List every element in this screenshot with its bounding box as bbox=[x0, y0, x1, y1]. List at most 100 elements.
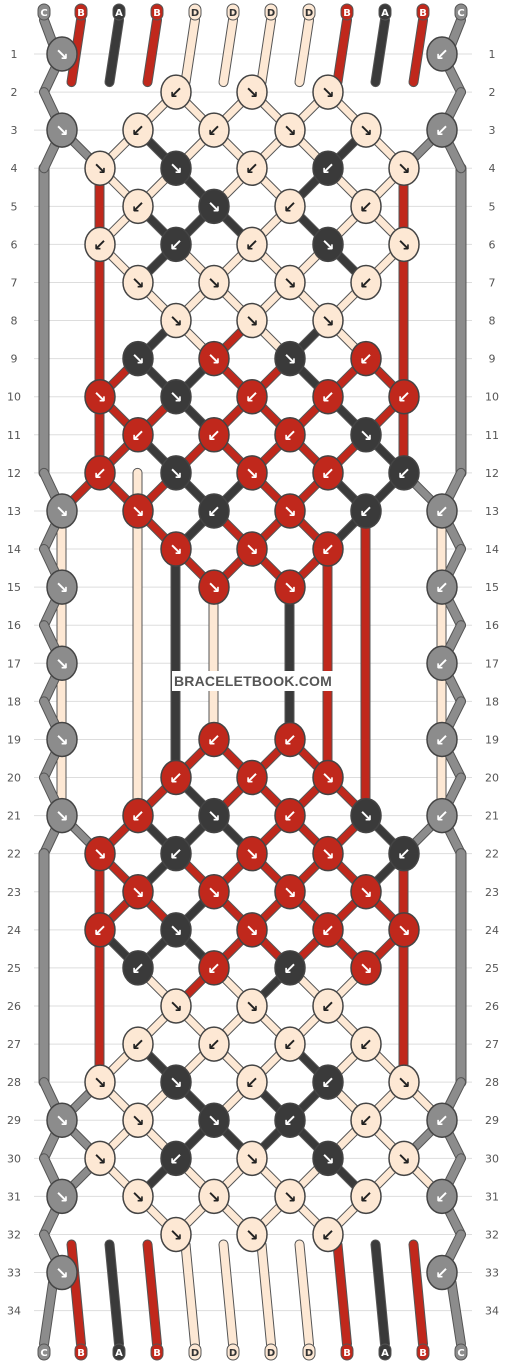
knot-shape bbox=[160, 378, 192, 415]
strand-segment bbox=[333, 16, 351, 87]
knot-shape bbox=[236, 1216, 268, 1253]
knot-shape bbox=[350, 417, 382, 453]
arrow-down-right-icon: ↘ bbox=[93, 1073, 106, 1092]
knot-shape bbox=[198, 721, 230, 758]
knot: ↙ bbox=[198, 950, 230, 986]
knot: ↙ bbox=[350, 264, 382, 301]
knot-shape bbox=[312, 531, 344, 567]
knot: ↘ bbox=[388, 150, 420, 186]
strand-end-label: D bbox=[302, 3, 316, 21]
arrow-down-left-icon: ↙ bbox=[207, 959, 220, 978]
knot: ↙ bbox=[236, 226, 268, 263]
knot-shape bbox=[426, 112, 458, 148]
arrow-down-left-icon: ↙ bbox=[397, 464, 410, 483]
row-number-right: 22 bbox=[485, 848, 499, 861]
knot-shape bbox=[274, 1178, 306, 1215]
knot-shape bbox=[426, 1102, 458, 1138]
row-number-right: 9 bbox=[489, 353, 496, 366]
knot: ↘ bbox=[46, 569, 78, 605]
knot: ↘ bbox=[160, 302, 192, 339]
arrow-down-right-icon: ↘ bbox=[245, 464, 258, 483]
arrow-down-right-icon: ↘ bbox=[55, 654, 68, 673]
knot: ↙ bbox=[312, 912, 344, 948]
arrow-down-right-icon: ↘ bbox=[169, 388, 182, 407]
strand-segment bbox=[219, 1240, 237, 1348]
knot: ↙ bbox=[312, 988, 344, 1024]
strand-segment bbox=[371, 1240, 389, 1348]
knot-shape bbox=[274, 950, 306, 986]
arrow-down-left-icon: ↙ bbox=[169, 845, 182, 864]
knot: ↘ bbox=[84, 1064, 116, 1100]
arrow-down-left-icon: ↙ bbox=[359, 350, 372, 369]
knot: ↙ bbox=[122, 188, 154, 225]
arrow-down-right-icon: ↘ bbox=[169, 1225, 182, 1244]
arrow-down-left-icon: ↙ bbox=[245, 388, 258, 407]
arrow-down-left-icon: ↙ bbox=[207, 121, 220, 140]
knot: ↘ bbox=[198, 874, 230, 910]
knot: ↙ bbox=[426, 645, 458, 682]
knot-shape bbox=[198, 874, 230, 910]
knot: ↙ bbox=[160, 74, 192, 110]
knot: ↘ bbox=[46, 493, 78, 529]
arrow-down-right-icon: ↘ bbox=[359, 883, 372, 902]
knot: ↙ bbox=[198, 493, 230, 529]
knot: ↘ bbox=[312, 1140, 344, 1177]
knot: ↘ bbox=[198, 188, 230, 225]
strand-end-label: B bbox=[416, 1343, 430, 1361]
knot: ↘ bbox=[236, 74, 268, 110]
arrow-down-right-icon: ↘ bbox=[245, 845, 258, 864]
knot: ↘ bbox=[236, 1140, 268, 1177]
row-number-right: 26 bbox=[485, 1000, 499, 1013]
knot-shape bbox=[160, 455, 192, 491]
knot-shape bbox=[312, 226, 344, 263]
row-number-right: 25 bbox=[485, 962, 499, 975]
row-number-left: 31 bbox=[7, 1190, 21, 1203]
knot: ↘ bbox=[84, 835, 116, 872]
knot-shape bbox=[46, 797, 78, 834]
row-number-right: 10 bbox=[485, 391, 499, 404]
row-number-left: 12 bbox=[7, 467, 21, 480]
row-number-right: 21 bbox=[485, 810, 499, 823]
knot: ↘ bbox=[122, 340, 154, 377]
arrow-down-left-icon: ↙ bbox=[131, 426, 144, 445]
knot-shape bbox=[236, 988, 268, 1024]
arrow-down-right-icon: ↘ bbox=[55, 121, 68, 140]
knot: ↘ bbox=[198, 264, 230, 301]
knot-shape bbox=[312, 455, 344, 491]
svg-text:B: B bbox=[419, 1348, 427, 1359]
row-number-right: 15 bbox=[485, 581, 499, 594]
strand-end-label: C bbox=[37, 1343, 51, 1361]
knot: ↙ bbox=[236, 1064, 268, 1100]
strand-end-label: D bbox=[188, 1343, 202, 1361]
knot: ↙ bbox=[312, 1216, 344, 1253]
knot: ↘ bbox=[46, 721, 78, 758]
knot-shape bbox=[198, 112, 230, 148]
knot-shape bbox=[84, 835, 116, 872]
knot-shape bbox=[198, 417, 230, 453]
knot: ↙ bbox=[350, 493, 382, 529]
arrow-down-right-icon: ↘ bbox=[397, 921, 410, 940]
knot-shape bbox=[84, 150, 116, 186]
knot: ↘ bbox=[274, 340, 306, 377]
row-number-right: 3 bbox=[489, 124, 496, 137]
arrow-down-left-icon: ↙ bbox=[359, 197, 372, 216]
knot: ↘ bbox=[274, 493, 306, 529]
knot-shape bbox=[312, 378, 344, 415]
knot: ↘ bbox=[46, 1102, 78, 1138]
strand-end-label: D bbox=[226, 1343, 240, 1361]
svg-text:D: D bbox=[267, 1348, 275, 1359]
knot-shape bbox=[46, 645, 78, 682]
row-number-left: 23 bbox=[7, 886, 21, 899]
arrow-down-right-icon: ↘ bbox=[55, 730, 68, 749]
knot-shape bbox=[236, 455, 268, 491]
knot: ↘ bbox=[198, 797, 230, 834]
knot: ↙ bbox=[388, 455, 420, 491]
strand-end-label: C bbox=[454, 1343, 468, 1361]
knot: ↘ bbox=[388, 1064, 420, 1100]
svg-text:A: A bbox=[115, 8, 123, 19]
knot-shape bbox=[160, 531, 192, 567]
knot: ↘ bbox=[350, 112, 382, 148]
knot: ↙ bbox=[312, 150, 344, 186]
row-number-left: 24 bbox=[7, 924, 21, 937]
arrow-down-left-icon: ↙ bbox=[169, 1149, 182, 1168]
